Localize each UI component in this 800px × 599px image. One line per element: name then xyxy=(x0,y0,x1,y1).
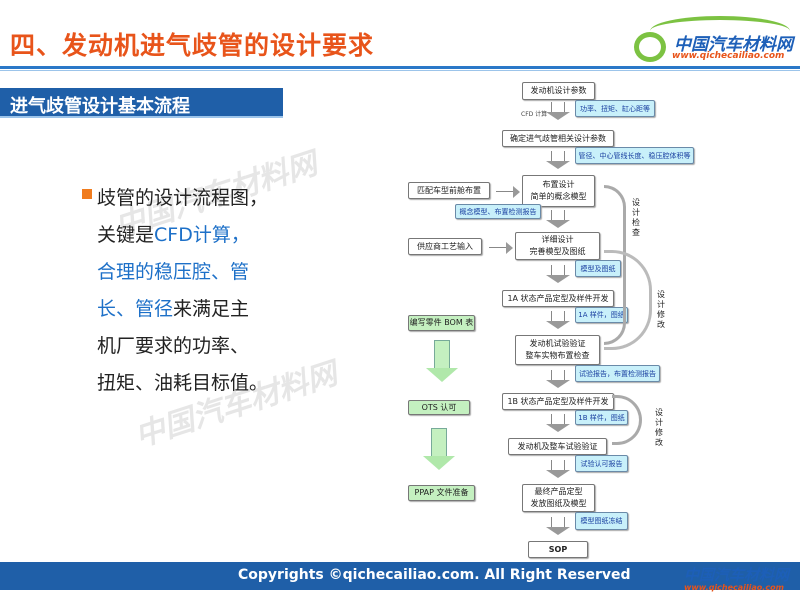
logo-arc xyxy=(650,16,790,46)
text: 发动机试验验证 xyxy=(529,339,586,348)
text: 布置设计 xyxy=(542,180,575,189)
bullet-line: 歧管的设计流程图， xyxy=(97,187,269,209)
bullet-line: 机厂要求的功率、 xyxy=(97,335,250,357)
flow-box: 详细设计完善模型及图纸 xyxy=(515,232,600,260)
down-arrow-icon xyxy=(546,370,570,388)
flow-note: 管径、中心管线长度、稳压腔体积等 xyxy=(575,147,694,164)
logo-text: 中国汽车材料网 xyxy=(674,35,793,55)
flow-box: 发动机试验验证整车实物布置检查 xyxy=(515,335,600,365)
flow-box: 布置设计简单的概念模型 xyxy=(522,175,595,207)
flow-note: 试验认可报告 xyxy=(575,455,628,472)
text: 关键是 xyxy=(97,224,155,246)
down-arrow-icon xyxy=(546,517,570,535)
bullet-line: 关键是CFD计算， xyxy=(97,220,250,247)
text: 来满足主 xyxy=(173,298,250,320)
bullet-line: 长、管径来满足主 xyxy=(97,294,249,321)
flow-box: 确定进气歧管相关设计参数 xyxy=(502,130,614,147)
flow-side-label: 设计修改 xyxy=(655,408,663,447)
section-heading: 进气歧管设计基本流程 xyxy=(0,88,283,118)
bullet-line: 扭矩、油耗目标值。 xyxy=(97,372,269,394)
footer-strip xyxy=(0,590,800,599)
bullet-icon xyxy=(82,189,92,199)
flow-box: 1B 状态产品定型及样件开发 xyxy=(502,393,614,410)
green-down-arrow-icon xyxy=(426,340,458,382)
flow-side-label: 设计检查 xyxy=(632,198,640,237)
footer-logo: 中国汽车材料网 www.qichecailiao.com xyxy=(648,560,798,599)
down-arrow-icon xyxy=(546,311,570,329)
flow-note: 功率、扭矩、缸心距等 xyxy=(575,100,655,117)
flow-box-green: 编写零件 BOM 表 xyxy=(408,315,475,331)
copyright-text: Copyrights ©qichecailiao.com. All Right … xyxy=(238,567,631,583)
site-logo: 中国汽车材料网 www.qichecailiao.com xyxy=(630,16,800,66)
flow-box: 1A 状态产品定型及样件开发 xyxy=(502,290,614,307)
header-divider-light xyxy=(0,70,800,71)
down-arrow-icon xyxy=(546,210,570,228)
feedback-arrow-icon xyxy=(604,250,652,350)
flow-box: 发动机设计参数 xyxy=(522,82,595,100)
logo-q-icon xyxy=(634,32,666,62)
flow-box-sop: SOP xyxy=(528,541,588,558)
feedback-arrow-icon xyxy=(612,395,642,445)
text: 完善模型及图纸 xyxy=(529,247,586,256)
text: 详细设计 xyxy=(541,235,574,244)
logo-url: www.qichecailiao.com xyxy=(684,583,784,592)
highlight-text: 长、管径 xyxy=(97,298,174,320)
logo-url: www.qichecailiao.com xyxy=(672,51,785,61)
text: 发放图纸及模型 xyxy=(530,499,587,508)
watermark: 中国汽车材料网 xyxy=(130,356,342,455)
flow-note: 概念模型、布置检测报告 xyxy=(455,204,541,219)
flow-box-green: OTS 认可 xyxy=(408,400,470,415)
flow-box-green: PPAP 文件准备 xyxy=(408,485,475,501)
flow-box: 供应商工艺输入 xyxy=(408,238,482,255)
down-arrow-icon xyxy=(546,265,570,283)
bullet-line: 合理的稳压腔、管 xyxy=(97,261,250,283)
down-arrow-icon xyxy=(546,460,570,478)
right-arrow-icon xyxy=(496,186,520,198)
flow-box: 匹配车型前舱布置 xyxy=(408,182,490,199)
flow-box: 最终产品定型发放图纸及模型 xyxy=(522,484,595,512)
text: 整车实物布置检查 xyxy=(525,351,590,360)
page-title: 四、发动机进气歧管的设计要求 xyxy=(10,31,375,60)
flow-box: 发动机及整车试验验证 xyxy=(508,438,607,455)
logo-text: 中国汽车材料网 xyxy=(684,566,790,584)
flow-side-label: 设计修改 xyxy=(657,290,665,329)
text: 最终产品定型 xyxy=(534,487,583,496)
down-arrow-icon xyxy=(546,102,570,120)
flow-note: 试验报告，布置检测报告 xyxy=(575,365,660,382)
right-arrow-icon xyxy=(489,242,513,254)
flow-note: 模型图纸冻结 xyxy=(575,512,628,530)
down-arrow-icon xyxy=(546,151,570,169)
text: 简单的概念模型 xyxy=(530,192,587,201)
green-down-arrow-icon xyxy=(423,428,455,470)
footer-bar: Copyrights ©qichecailiao.com. All Right … xyxy=(0,562,800,590)
highlight-text: CFD计算， xyxy=(154,224,250,246)
down-arrow-icon xyxy=(546,414,570,432)
header-divider xyxy=(0,66,800,69)
flow-label: CFD 计算 xyxy=(521,111,548,118)
